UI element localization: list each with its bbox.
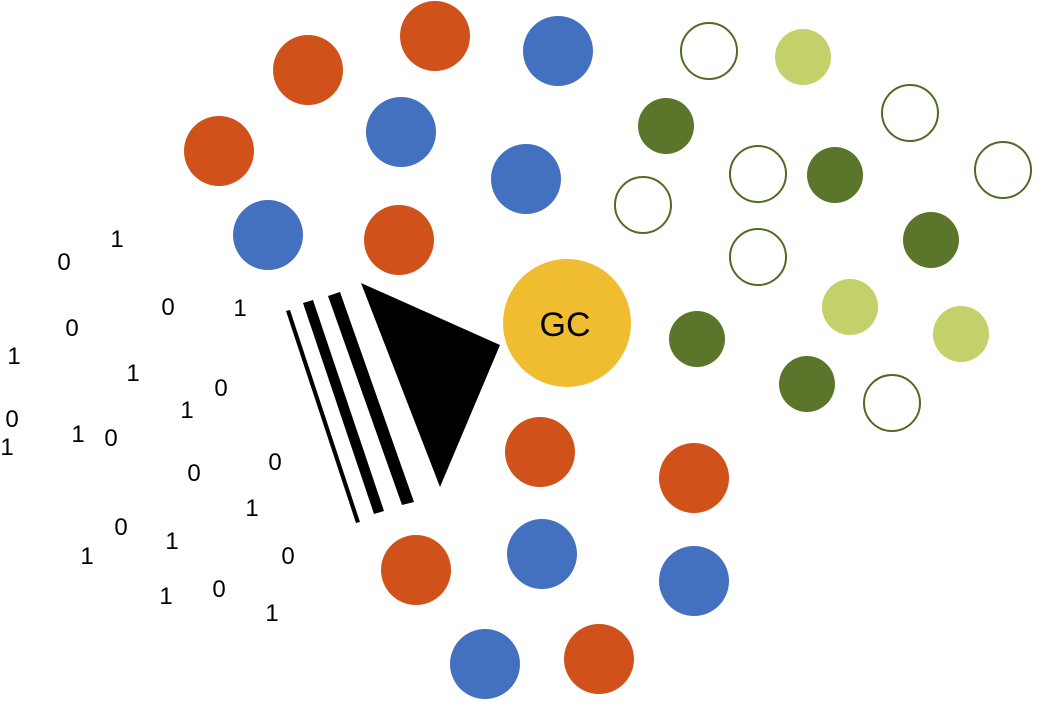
hollow-circle (729, 228, 787, 286)
blue-circle (523, 16, 593, 86)
blue-circle (450, 629, 520, 699)
dark-green-circle (669, 311, 725, 367)
digit: 0 (65, 315, 78, 342)
gc-circle (503, 259, 631, 387)
light-green-circle (933, 306, 989, 362)
digit: 0 (5, 406, 18, 433)
digit: 1 (126, 360, 139, 387)
digit: 1 (71, 421, 84, 448)
digit: 1 (165, 528, 178, 555)
digit: 0 (104, 425, 117, 452)
digit: 1 (110, 226, 123, 253)
digit: 0 (281, 543, 294, 570)
digit: 0 (214, 375, 227, 402)
hollow-circle (680, 22, 738, 80)
gc-label: GC (540, 306, 591, 344)
orange-circle (564, 624, 634, 694)
orange-blue-circles (184, 1, 729, 699)
blue-circle (491, 144, 561, 214)
orange-circle (364, 205, 434, 275)
hollow-circle (729, 145, 787, 203)
green-circles (614, 22, 1032, 432)
digit: 0 (57, 249, 70, 276)
blue-circle (507, 519, 577, 589)
orange-circle (659, 443, 729, 513)
dark-green-circle (779, 356, 835, 412)
dark-green-circle (903, 212, 959, 268)
digit: 1 (80, 543, 93, 570)
digit: 1 (0, 434, 13, 461)
orange-circle (505, 417, 575, 487)
orange-circle (273, 35, 343, 105)
gc-node: GC (503, 259, 631, 387)
digit: 1 (159, 583, 172, 610)
digit: 1 (180, 397, 193, 424)
orange-circle (381, 535, 451, 605)
stripe (328, 292, 414, 505)
blue-circle (659, 546, 729, 616)
light-green-circle (775, 29, 831, 85)
digit: 1 (233, 295, 246, 322)
dark-green-circle (807, 147, 863, 203)
digit: 0 (212, 576, 225, 603)
digit: 0 (114, 514, 127, 541)
binary-digits: 1 0 0 1 0 1 1 0 1 0 0 1 1 0 0 0 1 0 1 1 … (0, 226, 294, 627)
hollow-circle (863, 374, 921, 432)
digit: 1 (245, 495, 258, 522)
orange-circle (184, 116, 254, 186)
stripe (303, 300, 384, 514)
cone-triangle (361, 283, 500, 487)
stripe (286, 310, 360, 523)
digit: 0 (187, 460, 200, 487)
hollow-circle (974, 141, 1032, 199)
digit: 1 (265, 600, 278, 627)
cone-stripes (286, 283, 500, 523)
digit: 1 (7, 343, 20, 370)
digit: 0 (268, 449, 281, 476)
hollow-circle (614, 176, 672, 234)
orange-circle (400, 1, 470, 71)
blue-circle (366, 97, 436, 167)
digit: 0 (161, 294, 174, 321)
light-green-circle (822, 279, 878, 335)
blue-circle (233, 200, 303, 270)
hollow-circle (881, 84, 939, 142)
dark-green-circle (638, 98, 694, 154)
